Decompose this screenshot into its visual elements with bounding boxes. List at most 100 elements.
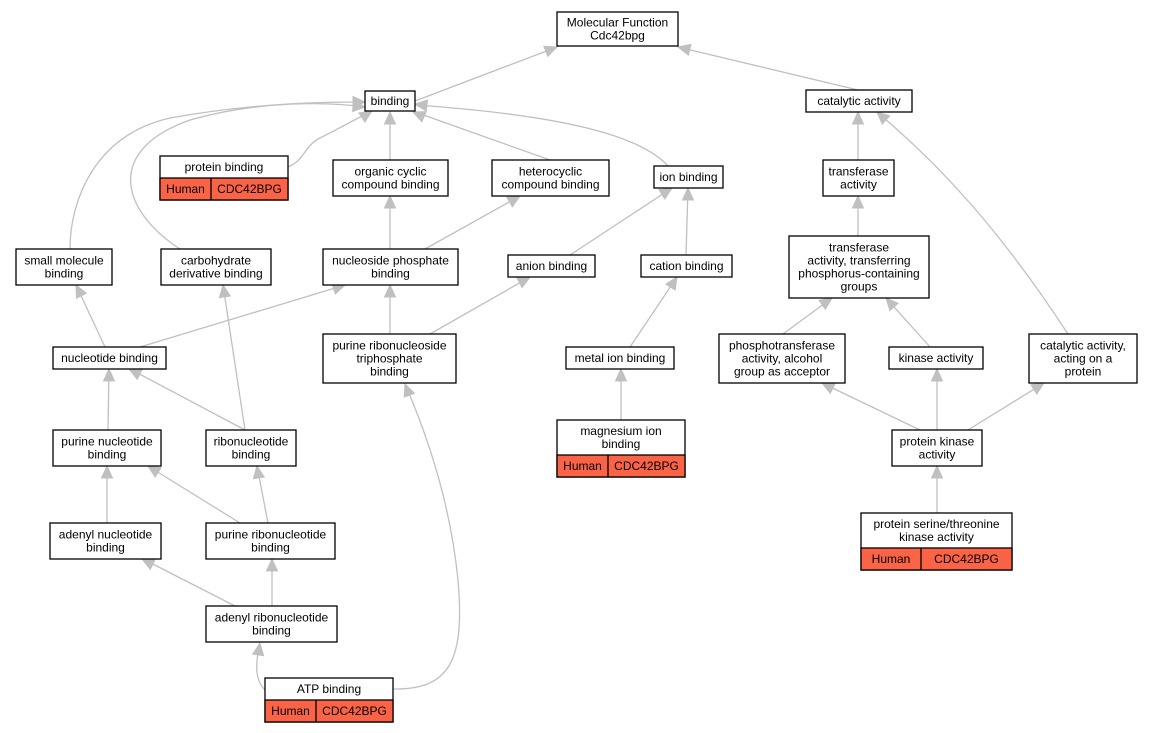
node-box — [507, 254, 596, 278]
node-metal-ion[interactable]: metal ion binding — [565, 346, 675, 370]
arrowhead — [516, 276, 532, 289]
node-label-line: ribonucleotide — [214, 435, 289, 449]
edge-ribonuc-to-carb — [222, 284, 246, 431]
arrowhead — [543, 45, 559, 58]
node-label-line: carbohydrate — [181, 254, 251, 268]
arrowhead — [681, 186, 695, 201]
edge-nucpho-to-hetero — [424, 195, 521, 250]
node-kinase-activity[interactable]: kinase activity — [888, 346, 984, 370]
node-label-line: catalytic activity, — [1040, 339, 1126, 353]
node-label-line: binding — [88, 448, 127, 462]
arrowhead — [383, 283, 397, 298]
node-label-line: catalytic activity — [817, 94, 900, 108]
node-label-line: compound binding — [501, 178, 599, 192]
edge-hetero-to-binding — [414, 111, 551, 161]
node-label-line: adenyl nucleotide — [59, 528, 153, 542]
arrowhead — [251, 641, 265, 657]
edge-pk-to-phospho — [821, 382, 921, 431]
node-label-line: groups — [841, 280, 878, 294]
node-binding[interactable]: binding — [364, 90, 416, 112]
node-nucleotide-binding[interactable]: nucleotide binding — [52, 346, 167, 370]
arrowhead — [930, 464, 944, 479]
node-label-line: kinase activity — [899, 351, 974, 365]
node-ion-binding[interactable]: ion binding — [653, 165, 724, 189]
arrowhead — [146, 465, 162, 479]
annotation-species: Human — [166, 182, 205, 196]
node-label-line: protein serine/threonine — [873, 517, 999, 531]
node-box — [49, 522, 162, 560]
arrowhead — [403, 382, 416, 398]
edge-adrib-to-adnuc — [142, 558, 236, 607]
node-box — [805, 89, 913, 113]
node-label-line: protein binding — [185, 160, 264, 174]
node-cation-binding[interactable]: cation binding — [640, 254, 733, 278]
node-box — [205, 605, 338, 643]
node-label-line: activity, transferring — [807, 254, 910, 268]
node-label-line: activity — [919, 448, 956, 462]
edge-ion-to-binding — [414, 104, 669, 167]
node-anion-binding[interactable]: anion binding — [507, 254, 596, 278]
edge-purrib-to-purnuc — [147, 465, 241, 524]
node-label-line: protein kinase — [900, 435, 975, 449]
node-label-line: purine nucleotide — [61, 435, 153, 449]
annotation-gene: CDC42BPG — [614, 459, 679, 473]
node-catalytic-activity[interactable]: catalytic activity — [805, 89, 913, 113]
edges — [69, 43, 1069, 691]
arrowhead — [413, 99, 429, 112]
annotation-gene: CDC42BPG — [322, 704, 387, 718]
node-label-line: ion binding — [659, 170, 717, 184]
node-label-line: binding — [371, 267, 410, 281]
annotation-species: Human — [563, 459, 602, 473]
node-box — [205, 522, 336, 560]
arrowhead — [75, 283, 88, 299]
node-box — [653, 165, 724, 189]
node-box — [160, 248, 272, 286]
edge-catalytic-to-root — [677, 46, 859, 91]
arrowhead — [664, 275, 678, 291]
node-label-line: kinase activity — [899, 530, 974, 544]
node-label-line: ATP binding — [297, 682, 361, 696]
annotation-gene: CDC42BPG — [934, 552, 999, 566]
edge-anion-to-ion — [569, 187, 673, 256]
node-box — [491, 159, 610, 197]
arrowhead — [506, 195, 522, 208]
node-box — [52, 429, 162, 467]
node-label-line: activity — [840, 178, 877, 192]
edge-catprot-to-catalytic — [877, 112, 1069, 335]
node-box — [556, 11, 679, 47]
node-label-line: binding — [251, 541, 290, 555]
arrowhead — [676, 43, 692, 57]
node-box — [888, 346, 984, 370]
node-label-line: heterocyclic — [519, 165, 582, 179]
node-box — [1028, 333, 1138, 384]
arrowhead — [218, 283, 232, 299]
node-label-line: small molecule — [24, 254, 104, 268]
node-label-line: binding — [232, 448, 271, 462]
arrowhead — [820, 382, 836, 395]
arrowhead — [818, 297, 833, 311]
node-label-line: triphosphate — [356, 352, 422, 366]
node-label-line: derivative binding — [169, 267, 262, 281]
edge-pk-to-catprot — [967, 382, 1045, 431]
